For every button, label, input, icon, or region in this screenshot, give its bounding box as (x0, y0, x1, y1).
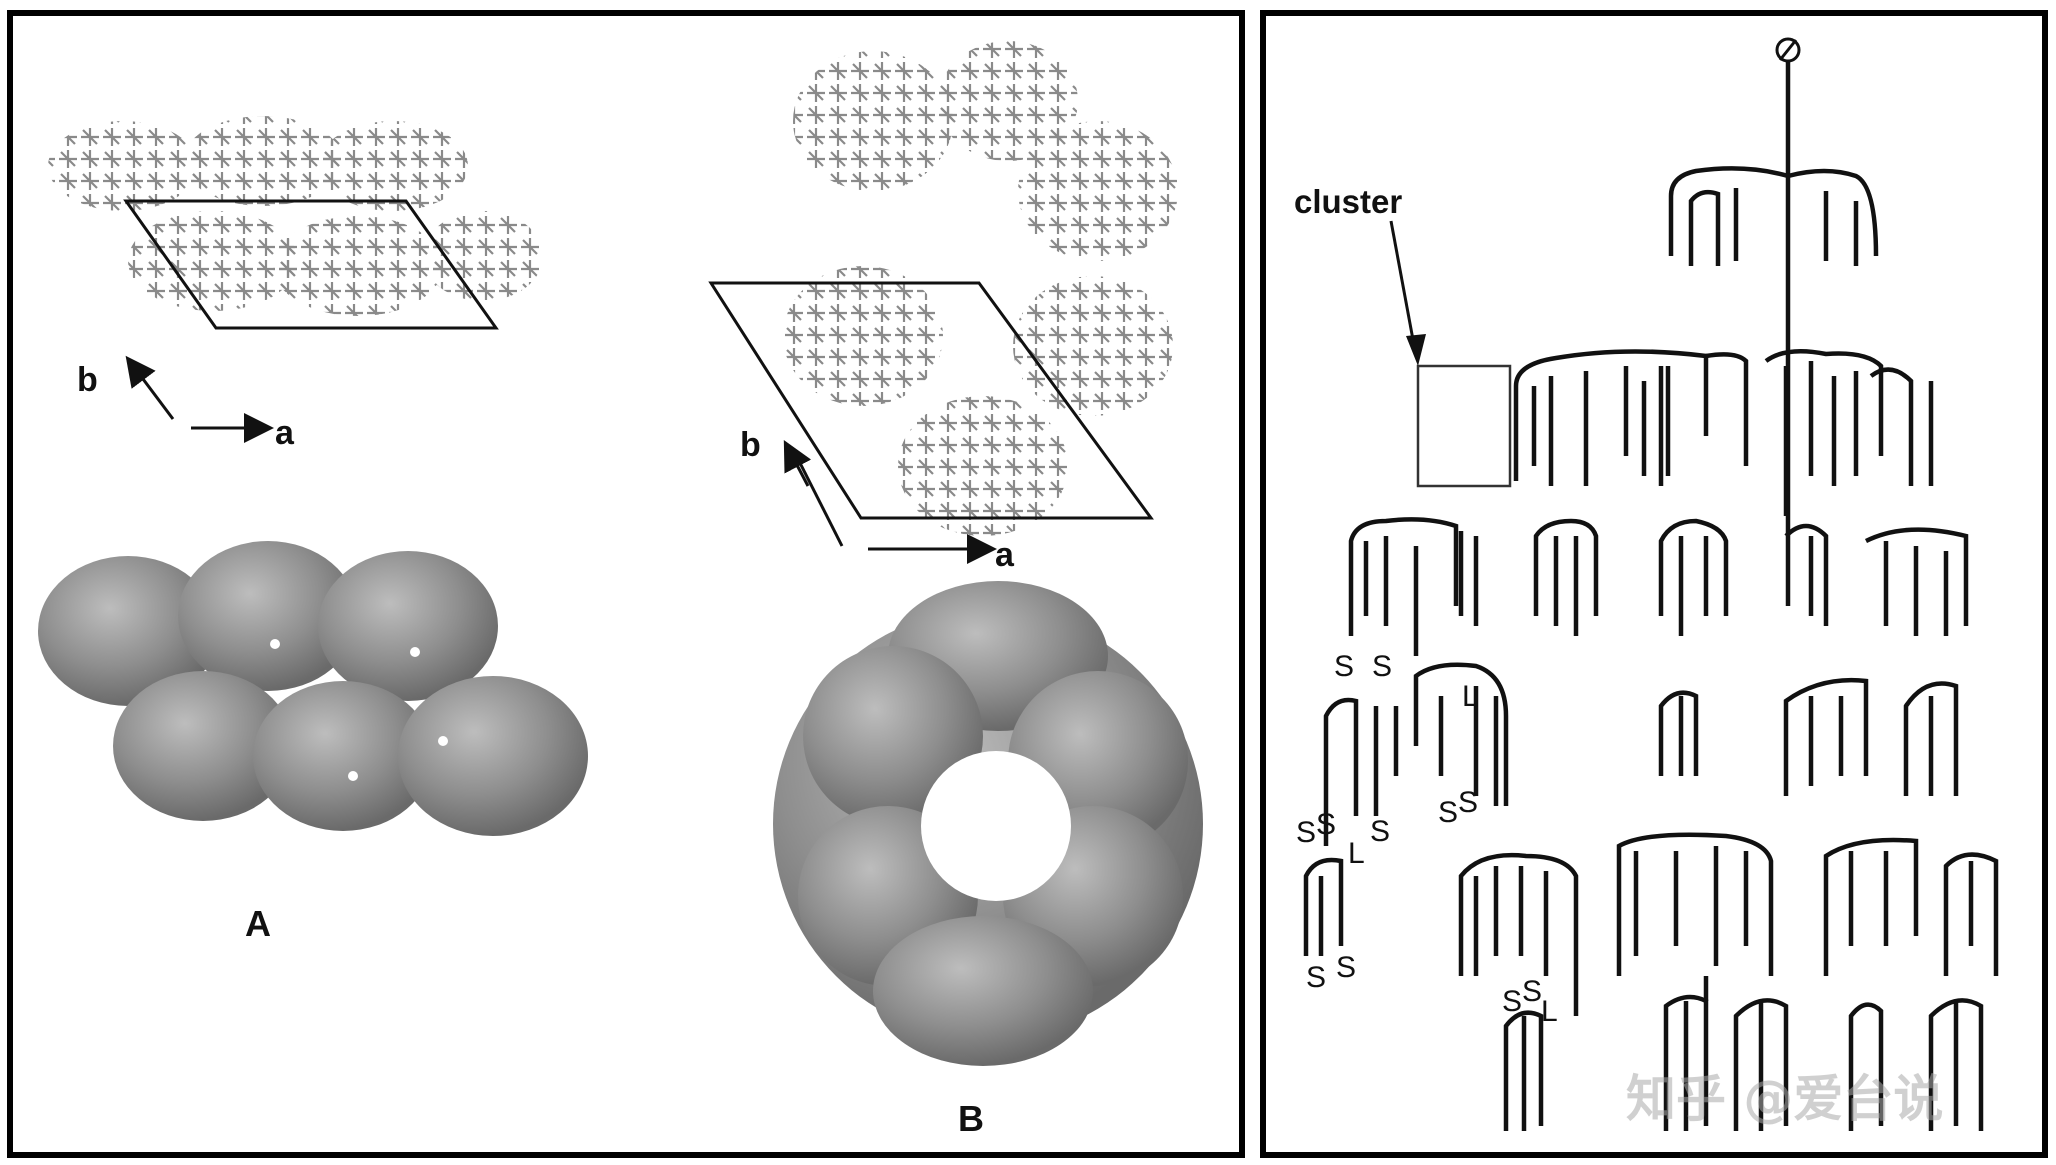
axis-b-label-b: b (740, 426, 761, 464)
leaf-label: L (1462, 680, 1479, 713)
axis-b-arrow-b (788, 448, 808, 486)
watermark: 知乎 @爱台说 (1626, 1070, 1943, 1128)
space-filling-model-b (773, 581, 1203, 1066)
leaf-label: S (1458, 786, 1478, 819)
cluster-box (1418, 366, 1510, 486)
leaf-label: L (1348, 837, 1365, 870)
cluster-tree-diagram: ∅ cluster S S L S S S S L S S S S S S L … (1266, 16, 2042, 1152)
leaf-label: S (1502, 985, 1522, 1018)
lattice-a-sticks (48, 116, 543, 316)
leaf-label: S (1316, 808, 1336, 841)
leaf-label: S (1334, 650, 1354, 683)
crystal-structure-figure: b a A b a (13, 16, 1239, 1152)
space-filling-model-a (38, 541, 588, 836)
axis-b-line-b (798, 459, 842, 546)
leaf-label: L (1541, 995, 1558, 1028)
leaf-label: S (1372, 650, 1392, 683)
leaf-label: S (1306, 961, 1326, 994)
leaf-label: S (1522, 975, 1542, 1008)
leaf-label: S (1336, 951, 1356, 984)
caption-a: A (245, 903, 271, 944)
tree-branches (1306, 56, 1996, 1131)
cluster-tree-panel: ∅ cluster S S L S S S S L S S S S S S L … (1260, 10, 2048, 1158)
lattice-b-sticks (783, 41, 1178, 536)
axis-a-label-a: a (275, 414, 295, 452)
axis-b-arrow-a (131, 363, 173, 419)
caption-b: B (958, 1098, 984, 1139)
cluster-label: cluster (1294, 183, 1402, 220)
cluster-pointer-head (1406, 334, 1426, 366)
axis-b-label-a: b (77, 361, 98, 399)
leaf-label: S (1438, 796, 1458, 829)
axis-a-label-b: a (995, 536, 1015, 574)
crystal-structure-panel: b a A b a (7, 10, 1245, 1158)
leaf-label: S (1370, 815, 1390, 848)
leaf-label: S (1296, 816, 1316, 849)
